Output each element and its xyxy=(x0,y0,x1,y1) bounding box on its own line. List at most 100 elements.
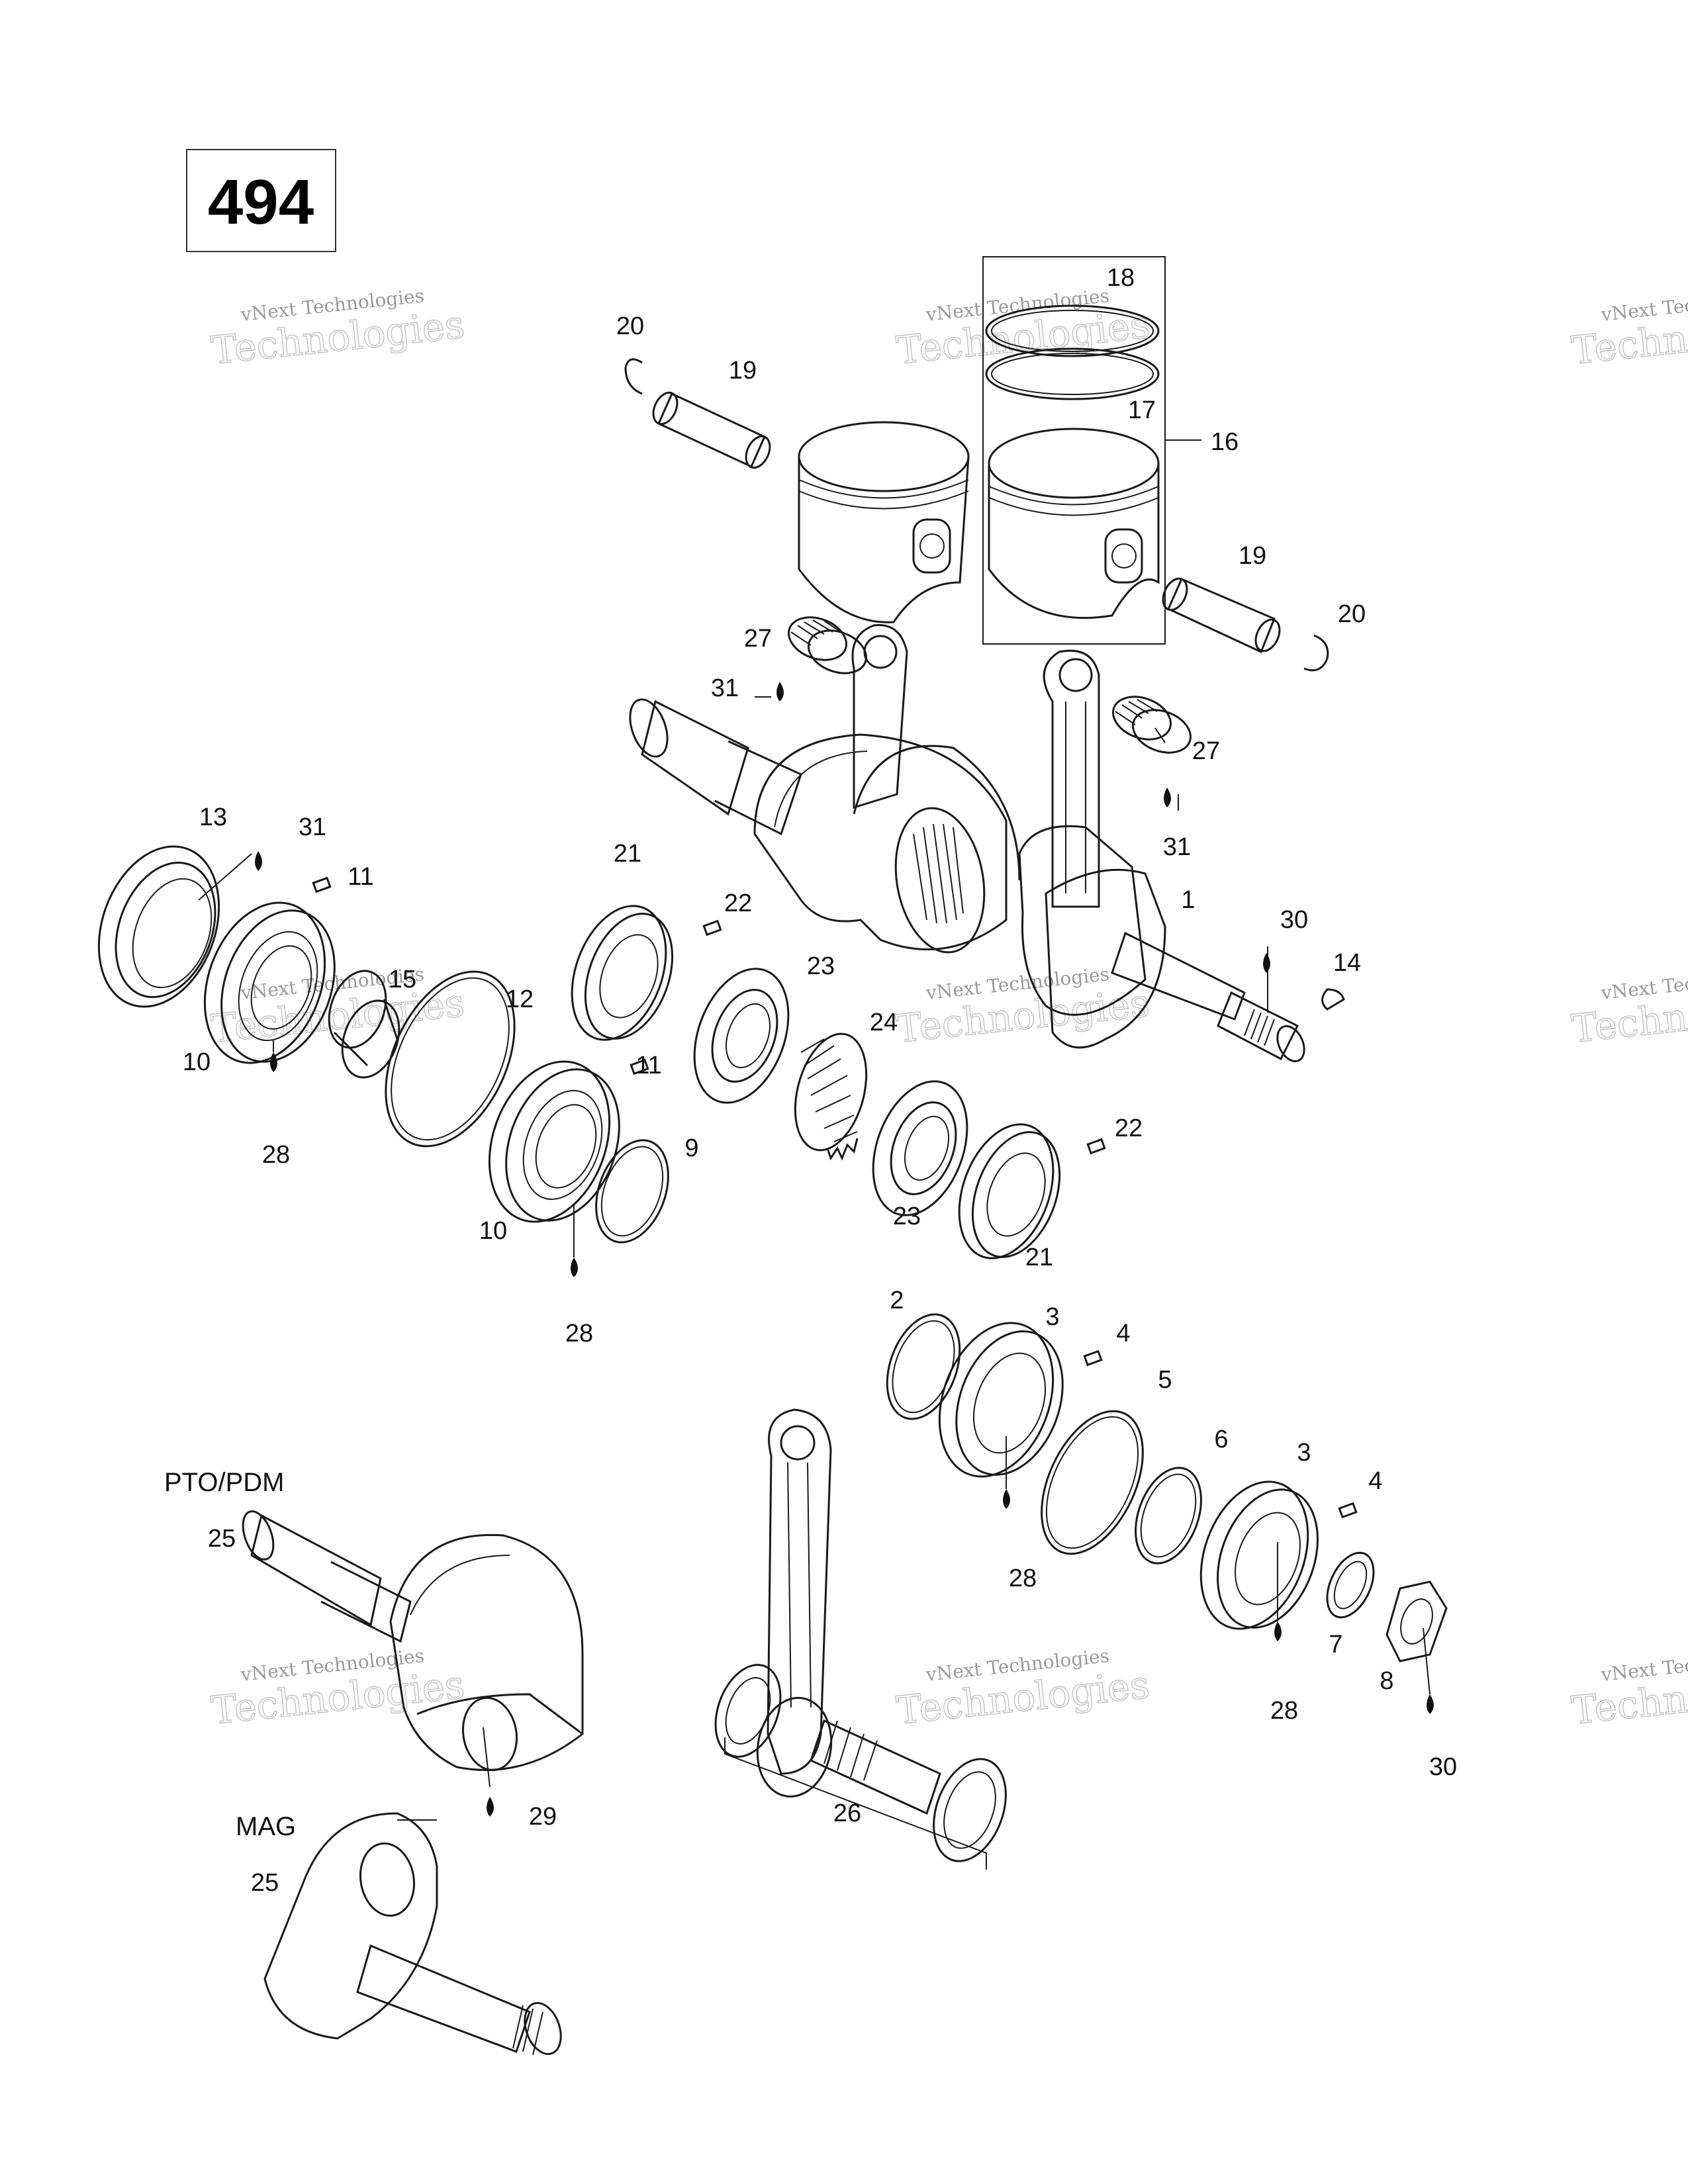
crankshaft-half-mag xyxy=(263,1812,562,2056)
label-pto-pdm: PTO/PDM xyxy=(164,1468,285,1497)
callout-4: 4 xyxy=(1116,1320,1130,1347)
callout-15: 15 xyxy=(389,966,416,993)
callout-19: 19 xyxy=(1239,542,1266,570)
callout-7: 7 xyxy=(1329,1631,1342,1659)
oil-seal-pto xyxy=(97,845,220,1008)
callout-11: 11 xyxy=(348,863,373,891)
ball-bearing-mag-outer xyxy=(938,1322,1064,1478)
drive-gear xyxy=(794,1032,868,1161)
callout-28: 28 xyxy=(565,1320,593,1347)
locating-pin xyxy=(1338,1502,1358,1519)
piston-ring-lower xyxy=(985,347,1160,400)
callout-31: 31 xyxy=(1163,833,1191,861)
callout-12: 12 xyxy=(506,985,534,1013)
callout-30: 30 xyxy=(1429,1753,1457,1781)
callout-21: 21 xyxy=(614,840,641,868)
callout-13: 13 xyxy=(199,803,227,831)
center-bearing-upper xyxy=(571,905,674,1041)
callout-numbers: 20 19 18 17 16 19 20 27 31 27 31 13 31 1… xyxy=(183,264,1457,1897)
callout-23: 23 xyxy=(807,952,835,980)
woodruff-key xyxy=(1321,988,1345,1011)
locating-pin xyxy=(630,1058,649,1075)
piston-right xyxy=(988,428,1160,619)
callout-29: 29 xyxy=(529,1803,557,1831)
piston-kit-box xyxy=(982,256,1166,645)
callout-3: 3 xyxy=(1045,1303,1059,1331)
callout-18: 18 xyxy=(1107,264,1135,292)
callout-22: 22 xyxy=(724,889,752,917)
grease-drop-icon xyxy=(270,1052,277,1072)
piston-pin-right xyxy=(1162,577,1281,654)
watermarks: vNext Technologies Technologies vNext Te… xyxy=(209,285,1688,1734)
grease-drop-icon xyxy=(1427,1694,1434,1714)
locating-pin xyxy=(702,919,722,936)
callout-6: 6 xyxy=(1214,1426,1228,1453)
callout-28: 28 xyxy=(262,1141,290,1169)
label-mag: MAG xyxy=(236,1812,296,1841)
circlip-right xyxy=(1303,634,1329,672)
callout-2: 2 xyxy=(890,1287,904,1314)
callout-30: 30 xyxy=(1280,906,1308,934)
circlip-left xyxy=(624,358,643,395)
callout-19: 19 xyxy=(729,357,757,385)
callout-25: 25 xyxy=(208,1525,236,1553)
callout-16: 16 xyxy=(1211,428,1239,456)
callout-3: 3 xyxy=(1297,1439,1311,1467)
locating-pin xyxy=(1086,1138,1106,1155)
grease-drop-icon xyxy=(255,851,262,871)
locating-pin xyxy=(312,876,332,893)
callout-28: 28 xyxy=(1009,1565,1037,1592)
needle-bearing-left xyxy=(787,616,868,674)
callout-10: 10 xyxy=(183,1048,211,1076)
grease-drop-icon xyxy=(1274,1621,1282,1641)
grease-drop-icon xyxy=(571,1257,578,1277)
grease-drop-icon xyxy=(487,1797,494,1817)
callout-17: 17 xyxy=(1128,396,1156,424)
callout-27: 27 xyxy=(1192,737,1220,765)
shim-ring-mag-inner xyxy=(1135,1467,1202,1565)
seal-ring-center-right xyxy=(872,1080,968,1216)
callout-14: 14 xyxy=(1333,949,1361,977)
callout-10: 10 xyxy=(479,1217,507,1245)
callout-25: 25 xyxy=(251,1869,279,1897)
crankshaft-assembly xyxy=(629,624,1305,1062)
grease-drop-icon xyxy=(1164,788,1171,807)
seal-ring-center-left xyxy=(693,968,790,1104)
callout-31: 31 xyxy=(299,813,326,841)
callout-26: 26 xyxy=(833,1799,861,1827)
grease-drop-icon xyxy=(1003,1489,1010,1509)
ball-bearing-pto-outer xyxy=(203,901,336,1064)
center-bearing-lower xyxy=(958,1123,1061,1259)
callout-21: 21 xyxy=(1025,1244,1053,1271)
lubrication-drop-icons xyxy=(255,682,1434,1817)
grease-drop-icon xyxy=(1263,953,1270,973)
callout-28: 28 xyxy=(1270,1697,1298,1725)
callout-20: 20 xyxy=(616,312,644,340)
hex-nut xyxy=(1385,1580,1448,1662)
callout-20: 20 xyxy=(1338,600,1366,628)
diagram-number: 494 xyxy=(208,167,314,238)
piston-left xyxy=(798,421,970,623)
shim-ring-mag xyxy=(886,1313,961,1420)
callout-22: 22 xyxy=(1115,1115,1143,1142)
locating-pin xyxy=(1083,1349,1103,1367)
piston-pin-left xyxy=(652,391,771,469)
diagram-number-box: 494 xyxy=(186,149,336,252)
callout-9: 9 xyxy=(684,1134,698,1162)
lock-washer xyxy=(1326,1551,1375,1619)
callout-23: 23 xyxy=(893,1203,921,1230)
callout-8: 8 xyxy=(1380,1667,1393,1695)
distance-sleeve xyxy=(328,970,400,1079)
ball-bearing-pto-inner xyxy=(488,1060,620,1223)
callout-24: 24 xyxy=(870,1009,898,1036)
piston-ring-upper xyxy=(985,304,1160,357)
ball-bearing-mag-inner xyxy=(1199,1480,1319,1630)
needle-bearing-right xyxy=(1111,696,1192,754)
callout-5: 5 xyxy=(1158,1366,1172,1394)
callout-11: 11 xyxy=(635,1052,661,1079)
grease-drop-icon xyxy=(776,682,784,702)
callout-4: 4 xyxy=(1368,1467,1382,1495)
callout-1: 1 xyxy=(1181,886,1195,914)
crankshaft-half-pto xyxy=(242,1510,584,1772)
